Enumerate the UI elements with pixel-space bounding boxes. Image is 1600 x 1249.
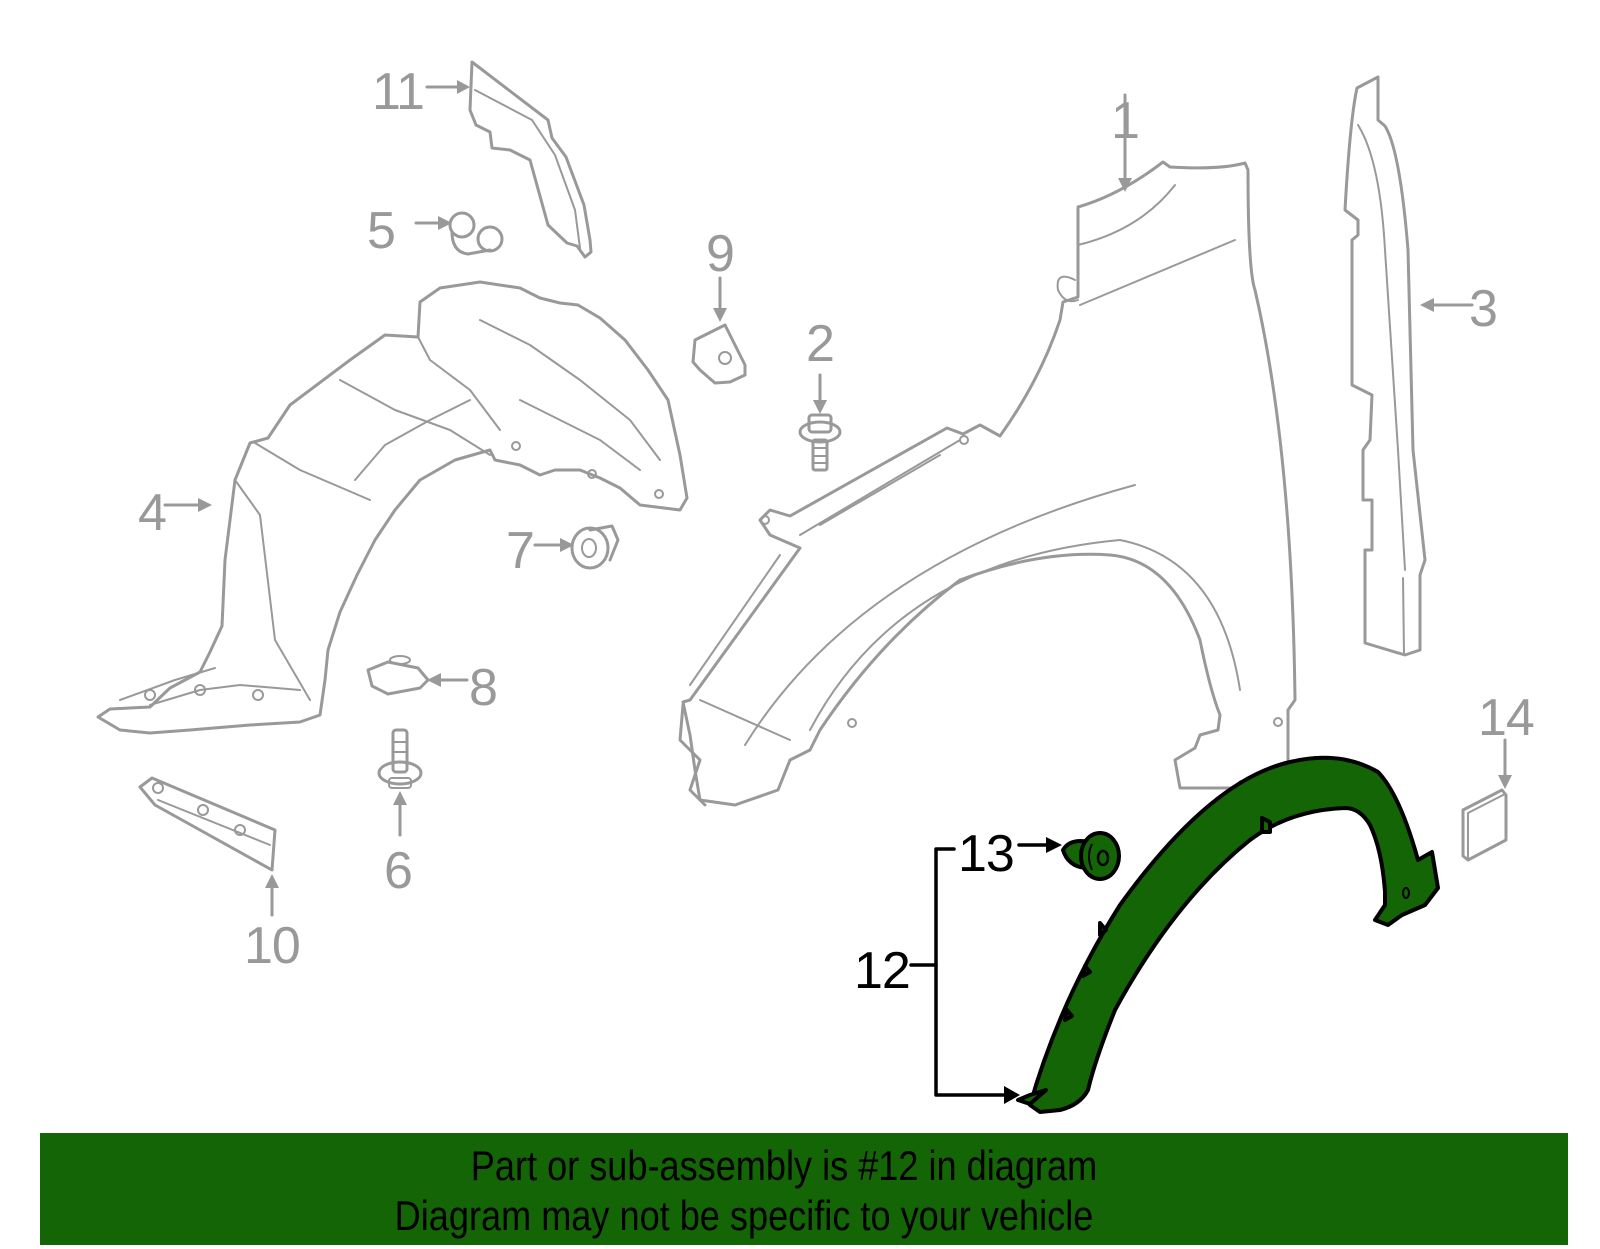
callout-6[interactable]: 6 [384, 842, 413, 900]
callout-3[interactable]: 3 [1469, 280, 1498, 338]
info-banner: Part or sub-assembly is #12 in diagram D… [40, 1133, 1568, 1245]
callout-bracket-12-13 [909, 837, 1062, 1104]
banner-part-notice: Part or sub-assembly is #12 in diagram [470, 1142, 1098, 1189]
part-10-bracket[interactable] [138, 776, 279, 917]
part-2-bolt[interactable] [798, 373, 842, 472]
callout-4[interactable]: 4 [138, 484, 167, 542]
callout-12[interactable]: 12 [854, 942, 911, 1000]
callout-11[interactable]: 11 [372, 63, 425, 121]
banner-disclaimer: Diagram may not be specific to your vehi… [394, 1192, 1094, 1239]
part-1-fender[interactable] [678, 93, 1297, 807]
part-3-seal[interactable] [1343, 75, 1474, 657]
callout-14[interactable]: 14 [1478, 689, 1535, 747]
part-5-clip[interactable] [414, 211, 504, 256]
callout-13[interactable]: 13 [958, 825, 1015, 883]
callout-8[interactable]: 8 [469, 659, 498, 717]
part-14-pad[interactable] [1461, 738, 1512, 862]
part-7-clip[interactable] [533, 524, 620, 570]
part-6-bolt[interactable] [377, 728, 423, 837]
callout-10[interactable]: 10 [244, 917, 301, 975]
callout-1[interactable]: 1 [1111, 92, 1140, 150]
callout-7[interactable]: 7 [506, 522, 535, 580]
part-9-bracket-clip[interactable] [691, 276, 747, 385]
part-4-fender-liner[interactable] [96, 280, 689, 735]
callout-9[interactable]: 9 [706, 225, 735, 283]
part-11-insulator[interactable] [425, 60, 593, 259]
part-13-clip[interactable] [1061, 831, 1121, 881]
part-8-u-nut[interactable] [366, 655, 469, 696]
callout-2[interactable]: 2 [806, 315, 835, 373]
part-12-wheel-opening-molding[interactable] [1016, 755, 1440, 1114]
callout-5[interactable]: 5 [367, 202, 396, 260]
